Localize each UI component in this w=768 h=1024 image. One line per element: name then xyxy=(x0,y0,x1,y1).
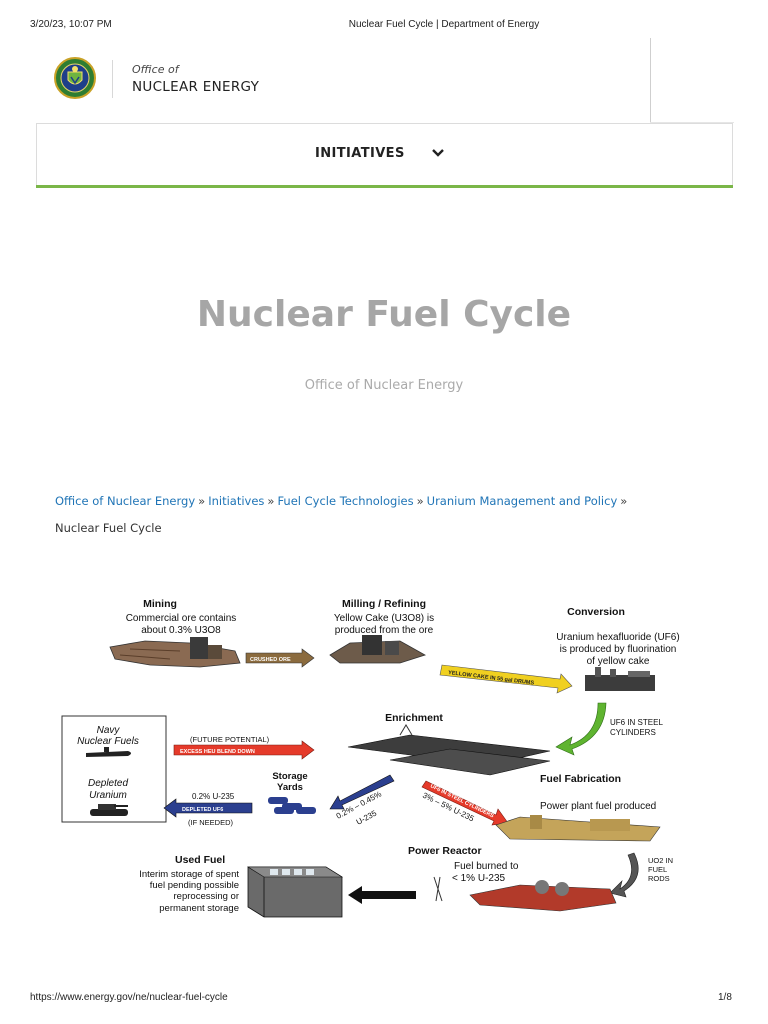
mill-illustration xyxy=(329,635,426,664)
fabrication-title: Fuel Fabrication xyxy=(540,773,621,785)
fabrication-desc: Power plant fuel produced xyxy=(540,801,656,812)
print-page-title: Nuclear Fuel Cycle | Department of Energ… xyxy=(348,19,540,30)
office-of-label: Office of xyxy=(132,63,179,76)
print-datetime: 3/20/23, 10:07 PM xyxy=(30,19,112,30)
usedfuel-desc-line1: Interim storage of spent xyxy=(139,869,239,880)
navy-line2: Nuclear Fuels xyxy=(77,736,139,747)
submarine-icon xyxy=(86,747,131,757)
mining-desc-line2: about 0.3% U3O8 xyxy=(141,625,221,636)
conversion-desc-line3: of yellow cake xyxy=(587,656,650,667)
breadcrumb: Office of Nuclear Energy»Initiatives»Fue… xyxy=(55,494,630,508)
excess-heu-label: EXCESS HEU BLEND DOWN xyxy=(180,749,255,755)
breadcrumb-separator: » xyxy=(416,494,424,508)
header-rule xyxy=(650,122,734,123)
conversion-plant-illustration xyxy=(585,667,655,691)
depleted-uf6-label: DEPLETED UF6 xyxy=(182,807,223,813)
depleted-line1: Depleted xyxy=(88,778,128,789)
uo2-line2: FUEL xyxy=(648,865,667,874)
conversion-title: Conversion xyxy=(567,606,625,618)
page-subtitle: Office of Nuclear Energy xyxy=(304,378,464,393)
fuel-cycle-diagram: Mining Commercial ore contains about 0.3… xyxy=(50,585,730,930)
header-divider xyxy=(112,60,113,98)
depleted-uf6-return-arrow xyxy=(329,774,395,810)
breadcrumb-separator: » xyxy=(198,494,206,508)
u235-02-label: 0.2% U-235 xyxy=(192,792,235,801)
storage-cylinders-illustration xyxy=(268,797,316,814)
office-name-link[interactable]: NUCLEAR ENERGY xyxy=(132,79,260,95)
usedfuel-desc-line3: reprocessing or xyxy=(174,891,239,902)
mine-illustration xyxy=(109,637,241,668)
storage-title-line2: Yards xyxy=(277,782,303,793)
yellowcake-arrow xyxy=(439,664,573,694)
range-02-045-line2: U-235 xyxy=(355,808,379,826)
uf6-cylinder-arrow xyxy=(555,702,607,756)
heu-blend-arrow xyxy=(173,740,315,760)
reactor-illustration xyxy=(433,876,617,912)
chevron-down-icon[interactable] xyxy=(430,145,446,161)
uf6-steel-line2: CYLINDERS xyxy=(610,728,656,737)
reactor-desc-line1: Fuel burned to xyxy=(454,861,519,872)
usedfuel-title: Used Fuel xyxy=(175,854,225,866)
milling-desc-line1: Yellow Cake (U3O8) is xyxy=(334,613,434,624)
reactor-to-storage-arrow xyxy=(348,886,416,904)
breadcrumb-current: Nuclear Fuel Cycle xyxy=(55,521,162,535)
breadcrumb-separator: » xyxy=(620,494,628,508)
site-header xyxy=(36,38,651,123)
future-potential-label: (FUTURE POTENTIAL) xyxy=(190,735,270,744)
print-url: https://www.energy.gov/ne/nuclear-fuel-c… xyxy=(30,992,228,1003)
crushed-ore-label: CRUSHED ORE xyxy=(250,657,291,663)
conversion-desc-line1: Uranium hexafluoride (UF6) xyxy=(556,632,679,643)
fabrication-plant-illustration xyxy=(495,815,661,842)
mining-desc-line1: Commercial ore contains xyxy=(126,613,237,624)
depleted-line2: Uranium xyxy=(89,790,127,801)
uo2-line1: UO2 IN xyxy=(648,856,673,865)
milling-title: Milling / Refining xyxy=(342,598,426,610)
main-nav xyxy=(36,123,733,186)
milling-desc-line2: produced from the ore xyxy=(335,625,434,636)
uo2-line3: RODS xyxy=(648,874,670,883)
navy-line1: Navy xyxy=(97,725,121,736)
breadcrumb-office-link[interactable]: Office of Nuclear Energy xyxy=(55,494,196,508)
breadcrumb-fuel-cycle-link[interactable]: Fuel Cycle Technologies xyxy=(277,494,414,508)
nav-accent-bar xyxy=(36,185,733,188)
doe-seal-icon[interactable] xyxy=(54,57,96,99)
print-page-number: 1/8 xyxy=(718,992,732,1003)
enrichment-title: Enrichment xyxy=(385,712,443,724)
if-needed-label: (IF NEEDED) xyxy=(188,818,234,827)
enrichment-plant-illustration xyxy=(347,724,551,776)
usedfuel-desc-line2: fuel pending possible xyxy=(150,880,239,891)
page-title: Nuclear Fuel Cycle xyxy=(196,294,572,335)
breadcrumb-uranium-link[interactable]: Uranium Management and Policy xyxy=(426,494,618,508)
depleted-uf6-arrow xyxy=(163,798,253,818)
reactor-desc-line2: < 1% U-235 xyxy=(452,873,506,884)
usedfuel-desc-line4: permanent storage xyxy=(159,903,239,914)
breadcrumb-initiatives-link[interactable]: Initiatives xyxy=(208,494,265,508)
storage-title-line1: Storage xyxy=(272,771,307,782)
nav-initiatives-button[interactable]: INITIATIVES xyxy=(315,146,405,161)
fuel-rods-arrow xyxy=(609,852,639,898)
used-fuel-storage-illustration xyxy=(246,866,344,918)
reactor-title: Power Reactor xyxy=(408,845,482,857)
breadcrumb-separator: » xyxy=(267,494,275,508)
tank-icon xyxy=(90,804,128,816)
mining-title: Mining xyxy=(143,598,177,610)
crushed-ore-arrow xyxy=(245,648,315,668)
uf6-steel-line1: UF6 IN STEEL xyxy=(610,718,663,727)
conversion-desc-line2: is produced by fluorination xyxy=(560,644,677,655)
